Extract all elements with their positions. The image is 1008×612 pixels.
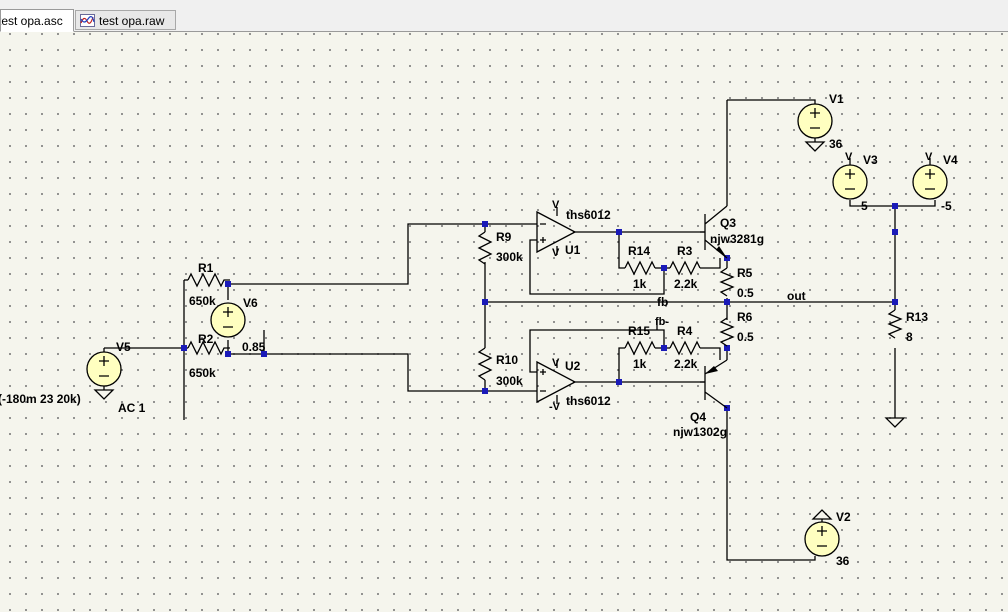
u2-neg-v-pin: -V xyxy=(549,401,561,413)
v1-value: 36 xyxy=(829,137,843,151)
r15-value: 1k xyxy=(633,357,647,371)
u1-model: ths6012 xyxy=(566,208,611,222)
v2-label: V2 xyxy=(836,510,851,524)
source-v6[interactable]: V6 0.85 xyxy=(210,296,266,354)
v3-value: 5 xyxy=(861,199,868,213)
r4-value: 2.2k xyxy=(674,357,698,371)
wires xyxy=(104,99,936,561)
u2-label: U2 xyxy=(565,359,581,373)
r4-label: R4 xyxy=(677,324,693,338)
resistor-r2[interactable]: R2 650k xyxy=(187,332,230,380)
v4-label: V4 xyxy=(943,153,958,167)
net-label-fb-minus: fb- xyxy=(655,316,669,328)
r13-value: 8 xyxy=(906,330,913,344)
resistor-r13[interactable]: R13 8 xyxy=(887,309,928,344)
r2-value: 650k xyxy=(189,366,216,380)
resistor-r1[interactable]: R1 650k xyxy=(187,261,230,308)
resistor-r3[interactable]: R3 2.2k xyxy=(669,244,701,291)
v6-value: 0.85 xyxy=(242,340,266,354)
r14-label: R14 xyxy=(628,244,650,258)
opamp-u2[interactable]: V -V U2 ths6012 xyxy=(536,357,611,413)
source-v4[interactable]: V V4 -5 xyxy=(912,151,958,213)
r6-label: R6 xyxy=(737,310,753,324)
q4-model: njw1302g xyxy=(673,425,727,439)
r5-label: R5 xyxy=(737,266,753,280)
resistor-r5[interactable]: R5 0.5 xyxy=(719,266,754,300)
tab-waveform[interactable]: test opa.raw xyxy=(75,10,176,30)
net-label-fb: fb xyxy=(657,295,668,309)
resistor-r10[interactable]: R10 300k xyxy=(477,347,523,388)
source-v5[interactable]: V5 (-180m 23 20k) AC 1 xyxy=(0,340,146,415)
v5-ac: AC 1 xyxy=(118,401,146,415)
q4-label: Q4 xyxy=(690,410,706,424)
u2-model: ths6012 xyxy=(566,394,611,408)
resistor-r4[interactable]: R4 2.2k xyxy=(669,324,701,371)
schematic-canvas[interactable] xyxy=(0,32,1008,612)
u2-v-pin: V xyxy=(552,357,560,369)
r5-value: 0.5 xyxy=(737,286,754,300)
r1-value: 650k xyxy=(189,294,216,308)
r6-value: 0.5 xyxy=(737,330,754,344)
resistor-r6[interactable]: R6 0.5 xyxy=(719,310,754,347)
r13-label: R13 xyxy=(906,310,928,324)
transistor-q4[interactable]: Q4 njw1302g xyxy=(673,359,728,439)
junctions xyxy=(181,203,898,411)
r9-label: R9 xyxy=(496,230,512,244)
v4-value: -5 xyxy=(941,199,952,213)
transistor-q3[interactable]: Q3 njw3281g xyxy=(700,205,764,259)
r9-value: 300k xyxy=(496,250,523,264)
resistor-r14[interactable]: R14 1k xyxy=(624,244,656,291)
tab-schematic-label: test opa.asc xyxy=(0,14,63,28)
v5-label: V5 xyxy=(116,340,131,354)
source-v2[interactable]: V2 36 xyxy=(804,509,851,568)
r14-value: 1k xyxy=(633,277,647,291)
r10-label: R10 xyxy=(496,353,518,367)
tab-schematic[interactable]: test opa.asc xyxy=(0,9,74,32)
v5-value: (-180m 23 20k) xyxy=(0,392,81,406)
net-label-out: out xyxy=(787,289,806,303)
v3-label: V3 xyxy=(863,153,878,167)
v2-value: 36 xyxy=(836,554,850,568)
v4-v-pin: V xyxy=(925,151,933,163)
r3-label: R3 xyxy=(677,244,693,258)
u1-label: U1 xyxy=(565,243,581,257)
v6-label: V6 xyxy=(243,296,258,310)
ground-symbol xyxy=(884,417,906,428)
u1-v-pin: V xyxy=(552,199,560,211)
source-v1[interactable]: V1 36 xyxy=(797,92,844,152)
u1-v-pin-bottom: V xyxy=(552,247,560,259)
r10-value: 300k xyxy=(496,374,523,388)
v1-label: V1 xyxy=(829,92,844,106)
r15-label: R15 xyxy=(628,324,650,338)
r3-value: 2.2k xyxy=(674,277,698,291)
source-v3[interactable]: V V3 5 xyxy=(832,151,878,213)
document-tab-bar: test opa.asc test opa.raw xyxy=(0,8,1008,32)
tab-waveform-label: test opa.raw xyxy=(99,14,165,28)
waveform-icon xyxy=(80,14,95,27)
v3-v-pin: V xyxy=(845,151,853,163)
r1-label: R1 xyxy=(198,261,214,275)
resistor-r15[interactable]: R15 1k xyxy=(624,324,656,371)
q3-model: njw3281g xyxy=(710,232,764,246)
resistor-r9[interactable]: R9 300k xyxy=(477,230,523,265)
opamp-u1[interactable]: V V ths6012 U1 xyxy=(536,199,611,259)
q3-label: Q3 xyxy=(720,216,736,230)
r2-label: R2 xyxy=(198,332,214,346)
